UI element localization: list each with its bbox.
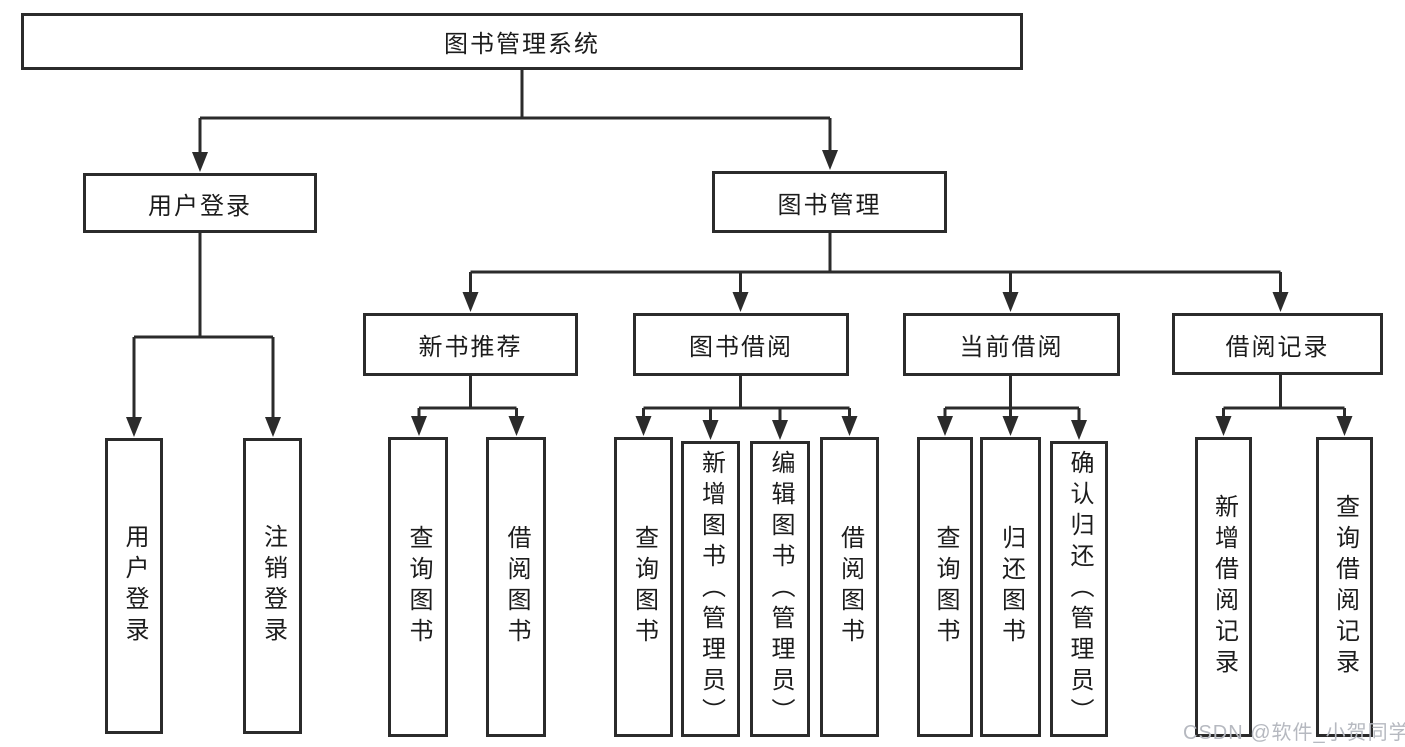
node-book-management: 图书管理 [712, 171, 947, 233]
node-new-book-recommend-label: 新书推荐 [418, 334, 523, 361]
node-book-borrow-label: 图书借阅 [689, 334, 793, 361]
leaf-user-login-label: 用户登录 [121, 524, 148, 648]
leaf-user-login: 用户登录 [105, 438, 163, 734]
node-user-login-label: 用户登录 [148, 192, 252, 220]
csdn-watermark: CSDN @软件_小贺同学 [1183, 722, 1405, 744]
leaf-current-query-books: 查询图书 [917, 437, 973, 737]
node-book-borrow: 图书借阅 [633, 313, 849, 376]
leaf-logout: 注销登录 [243, 438, 302, 734]
node-current-borrow: 当前借阅 [903, 313, 1120, 376]
leaf-recommend-borrow-books: 借阅图书 [486, 437, 546, 737]
node-new-book-recommend: 新书推荐 [363, 313, 578, 376]
leaf-borrow-query-books: 查询图书 [614, 437, 673, 737]
leaf-borrow-edit-books-label: 编辑图书（管理员） [767, 449, 794, 729]
leaf-records-add-record: 新增借阅记录 [1195, 437, 1252, 737]
leaf-records-add-record-label: 新增借阅记录 [1210, 494, 1238, 680]
leaf-borrow-edit-books: 编辑图书（管理员） [750, 441, 810, 737]
leaf-logout-label: 注销登录 [259, 524, 287, 648]
leaf-borrow-add-books: 新增图书（管理员） [681, 441, 740, 737]
leaf-current-confirm-return: 确认归还（管理员） [1050, 441, 1108, 737]
leaf-borrow-borrow-books: 借阅图书 [820, 437, 879, 737]
leaf-borrow-add-books-label: 新增图书（管理员） [697, 449, 725, 729]
node-borrow-records-label: 借阅记录 [1225, 333, 1330, 361]
leaf-borrow-borrow-books-label: 借阅图书 [836, 525, 864, 649]
leaf-current-query-books-label: 查询图书 [932, 525, 959, 649]
leaf-borrow-query-books-label: 查询图书 [630, 525, 658, 649]
leaf-records-query-record: 查询借阅记录 [1316, 437, 1373, 737]
leaf-current-return-books-label: 归还图书 [997, 525, 1025, 649]
leaf-records-query-record-label: 查询借阅记录 [1331, 494, 1359, 680]
leaf-recommend-query-books: 查询图书 [388, 437, 448, 737]
node-root-system: 图书管理系统 [21, 13, 1023, 70]
node-current-borrow-label: 当前借阅 [959, 334, 1064, 361]
node-user-login: 用户登录 [83, 173, 317, 233]
leaf-recommend-query-books-label: 查询图书 [405, 525, 432, 649]
node-root-system-label: 图书管理系统 [444, 31, 600, 58]
node-borrow-records: 借阅记录 [1172, 313, 1383, 375]
leaf-current-confirm-return-label: 确认归还（管理员） [1066, 449, 1093, 729]
leaf-current-return-books: 归还图书 [980, 437, 1041, 737]
node-book-management-label: 图书管理 [777, 191, 882, 219]
leaf-recommend-borrow-books-label: 借阅图书 [503, 525, 530, 649]
